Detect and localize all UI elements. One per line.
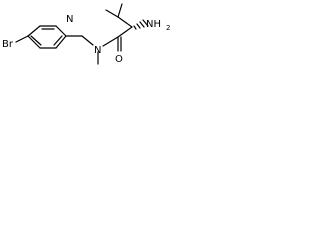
pyridine-ring [27,25,67,49]
carbonyl-alpha-bond [117,26,133,38]
pyridine-n-label: N [66,14,73,25]
alpha-iprop-bond [117,16,133,28]
amino-label: NH [146,19,161,30]
alpha-nh2-bond [133,19,149,30]
amino-subscript: 2 [166,24,170,32]
iprop-methyl-1 [105,9,119,18]
br-c-bond [15,35,29,43]
bromine-label: Br [2,39,14,50]
ch2-n-bond [81,35,94,46]
oxygen-label: O [115,54,123,65]
amide-n-label: N [94,45,101,56]
n-carbonyl-bond [102,36,119,47]
iprop-methyl-2 [117,3,123,18]
structure-svg: Br N N O NH 2 [2,3,170,65]
molecule-diagram: Br N N O NH 2 [0,0,172,77]
